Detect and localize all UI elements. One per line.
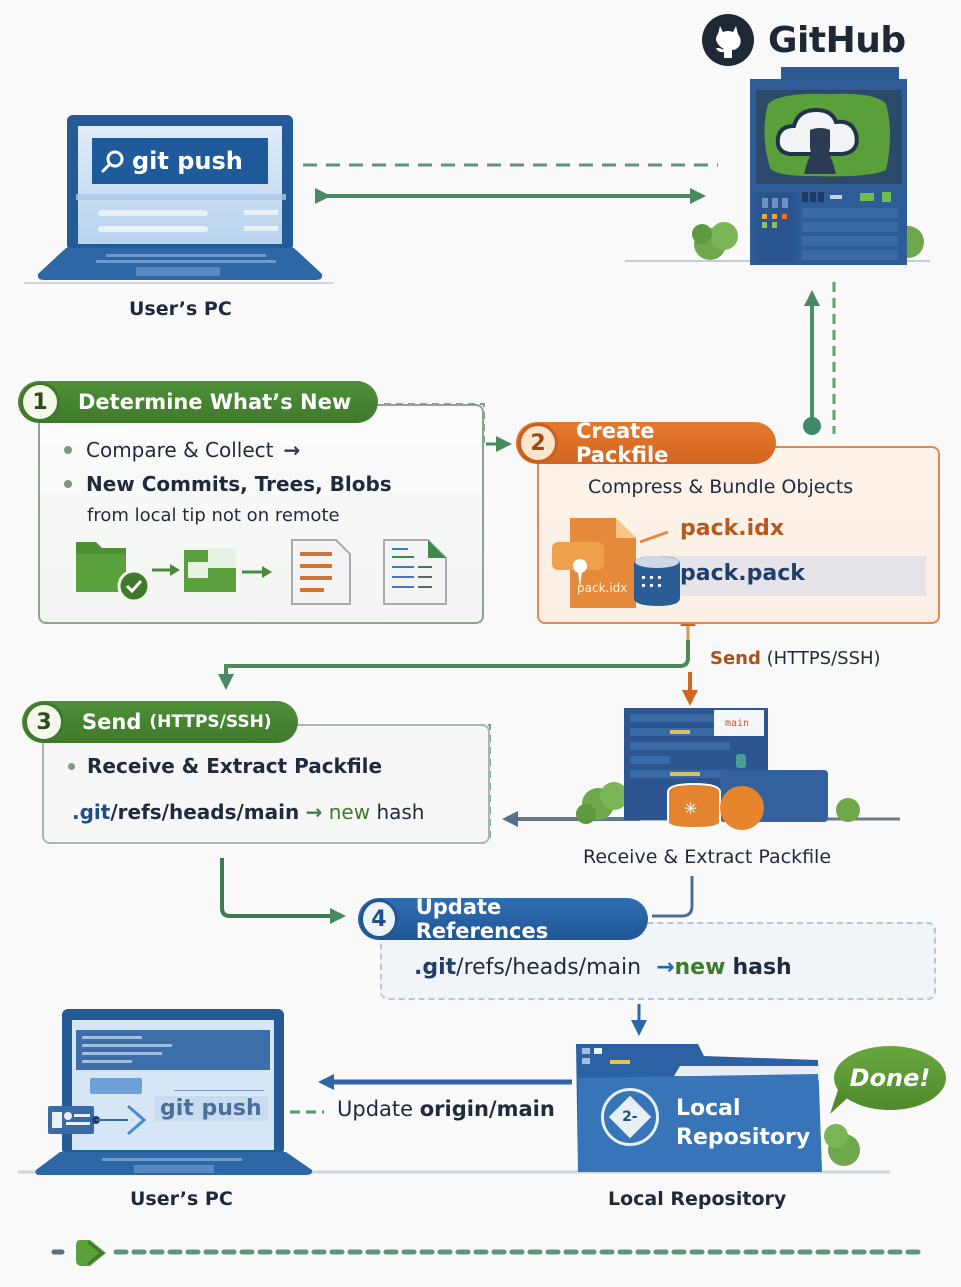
folder-check-icon <box>76 542 151 603</box>
repo-badge-text: 2- <box>622 1109 638 1125</box>
github-brand: GitHub <box>700 12 906 68</box>
repo-title-line1: Local <box>676 1096 741 1121</box>
step3-header: 3 Send (HTTPS/SSH) <box>22 701 298 743</box>
step4-ref-update: .git/refs/heads/main →new hash <box>414 955 792 980</box>
pack-pack-highlight <box>670 556 926 596</box>
step4-header: 4 Update References <box>358 895 648 943</box>
packfile-icon-label-text: pack.idx <box>577 581 628 595</box>
tree-document-icon <box>291 539 351 605</box>
ref-path-git: .git <box>72 800 111 824</box>
diamond-icon: 2- <box>608 1095 652 1139</box>
laptop-icon <box>35 1009 313 1175</box>
arrow-right-icon <box>242 566 272 578</box>
github-brand-text: GitHub <box>768 19 906 61</box>
step3-title: Send <box>82 710 142 734</box>
folder-message-icon <box>184 548 236 592</box>
arrow-right-icon <box>152 564 180 576</box>
step3-to-step4-connector <box>220 858 346 924</box>
update-label-plain: Update <box>337 1097 420 1121</box>
local-repository-folder: 2- Local Repository <box>574 1040 864 1180</box>
step3-number-badge: 3 <box>24 702 64 742</box>
local-repository-caption: Local Repository <box>608 1188 787 1210</box>
step3-title-suffix: (HTTPS/SSH) <box>149 712 272 732</box>
packfile-icon <box>552 518 680 608</box>
ref-path-git: .git <box>414 955 457 980</box>
svg-text:✳: ✳ <box>684 799 697 818</box>
ref-path-rest: /refs/heads/main <box>456 955 642 980</box>
github-server <box>690 64 930 274</box>
step3-ref-update: .git/refs/heads/main → new hash <box>72 800 424 824</box>
git-push-command-text-bottom: git push <box>154 1096 268 1121</box>
step1-bullet-objects: New Commits, Trees, Blobs <box>64 472 392 496</box>
bullet-dot <box>64 480 72 488</box>
step4-title: Update References <box>415 895 549 943</box>
update-label-bold: origin/main <box>419 1097 555 1121</box>
receive-extract-caption: Receive & Extract Packfile <box>583 846 832 868</box>
step4-number-badge: 4 <box>360 899 398 939</box>
server-to-step4-connector <box>652 876 694 918</box>
users-pc-caption-top: User’s PC <box>129 298 232 320</box>
git-push-command-text: git push <box>132 147 243 175</box>
ref-path-rest: /refs/heads/main <box>110 800 300 824</box>
play-icon <box>76 1240 106 1266</box>
repo-badge: 2- <box>601 1088 659 1146</box>
hash-word: hash <box>376 800 425 824</box>
new-word: new <box>674 955 726 980</box>
packfile-connector-dot <box>803 417 821 435</box>
step3-bullet: Receive & Extract Packfile <box>68 754 382 778</box>
step1-bullet-compare-text: Compare & Collect <box>86 438 274 462</box>
git-push-command-bar: git push <box>92 138 268 184</box>
send-label-bold: Send <box>710 648 761 669</box>
bullet-dot <box>64 446 72 454</box>
pack-pack-label: pack.pack <box>680 561 805 586</box>
step1-bullet-objects-text: New Commits, Trees, Blobs <box>86 472 392 496</box>
receive-server-illustration: ✳ <box>576 708 860 830</box>
server-icon <box>692 67 924 265</box>
step3-bullet-text: Receive & Extract Packfile <box>87 754 383 778</box>
repo-title: Local Repository <box>676 1094 810 1152</box>
step2-header: 2 Create Packfile <box>516 419 776 467</box>
users-pc-caption-bottom: User’s PC <box>130 1188 233 1210</box>
arrow-right-icon: → <box>305 800 323 824</box>
pack-idx-label: pack.idx <box>680 516 785 541</box>
search-icon <box>101 150 124 173</box>
users-pc-laptop-top: git push <box>36 114 326 284</box>
step1-number-badge: 1 <box>20 382 60 422</box>
step1-header: 1 Determine What’s New <box>18 381 378 423</box>
done-speech-bubble: Done! <box>834 1046 946 1110</box>
hash-word: hash <box>732 955 792 980</box>
step1-title: Determine What’s New <box>78 390 352 414</box>
github-octocat-icon <box>702 14 754 66</box>
users-pc-laptop-bottom: git push <box>34 1008 314 1176</box>
step1-icons-row <box>76 539 447 605</box>
update-origin-main-label: Update origin/main <box>337 1097 555 1121</box>
step1-bullet-compare: Compare & Collect → <box>64 438 300 462</box>
step3-panel <box>42 724 490 844</box>
repo-title-line2: Repository <box>676 1125 811 1150</box>
bullet-dot <box>68 762 75 770</box>
blob-document-icon <box>383 539 447 605</box>
receive-server-screen-tag: main <box>725 718 750 729</box>
new-word: new <box>328 800 371 824</box>
send-label-protocols: (HTTPS/SSH) <box>760 648 881 669</box>
remote-connector-icon <box>48 1104 147 1136</box>
step2-title: Create Packfile <box>575 419 669 467</box>
step2-subtitle: Compress & Bundle Objects <box>588 476 854 498</box>
send-https-ssh-label: Send (HTTPS/SSH) <box>710 648 881 669</box>
step1-subtext: from local tip not on remote <box>87 505 340 526</box>
packfile-to-step3-connector <box>218 640 690 690</box>
step2-number-badge: 2 <box>518 423 558 463</box>
arrow-right-icon: → <box>283 438 301 462</box>
laptop-icon <box>37 115 323 280</box>
arrow-right-icon: → <box>656 955 675 980</box>
